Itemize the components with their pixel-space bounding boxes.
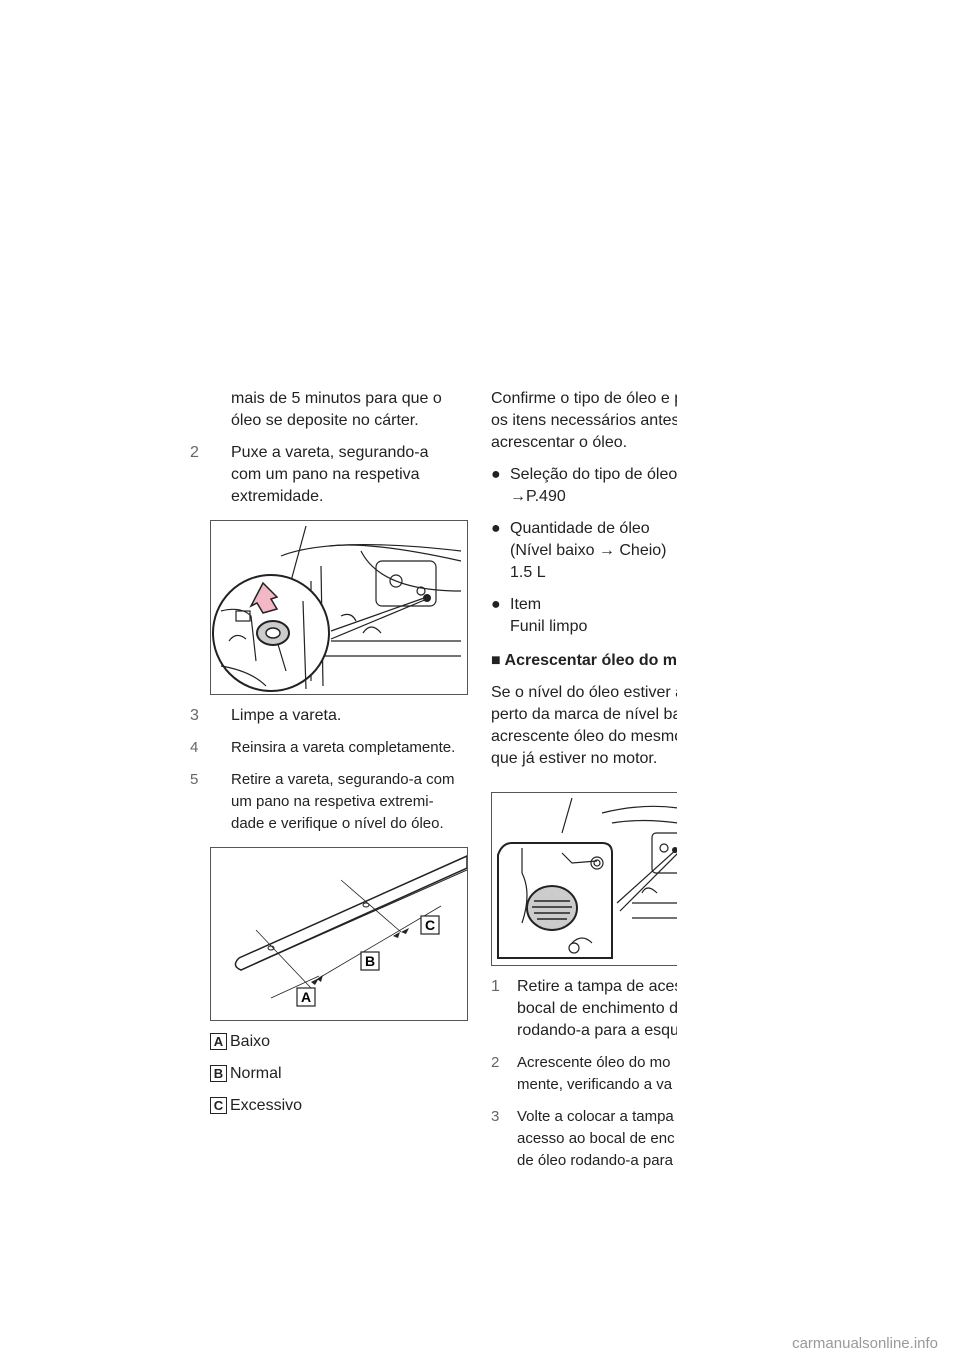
text-line: Quantidade de óleo <box>510 520 650 537</box>
text-line: dade e verifique o nível do óleo. <box>231 815 444 832</box>
dipstick-handle-marker <box>423 594 431 602</box>
filler-cap-drawing <box>497 797 677 959</box>
legend-item-excessive: C Excessivo <box>210 1095 480 1117</box>
text-line: com um pano na respetiva <box>231 466 420 483</box>
text-line: perto da marca de nível ba <box>491 706 677 723</box>
step-4: 4 Reinsira a vareta completamente. <box>190 737 480 759</box>
level-legend: A Baixo B Normal C Excessivo <box>210 1031 480 1117</box>
dipstick-pull-illustration <box>210 520 468 695</box>
step-number: 3 <box>491 1108 500 1125</box>
intro-paragraph: Confirme o tipo de óleo e p os itens nec… <box>491 388 677 454</box>
legend-key: A <box>210 1033 227 1050</box>
text-line: Reinsira a vareta completamente. <box>231 739 456 756</box>
bullet-icon: ● <box>491 466 501 483</box>
step-number: 5 <box>190 771 199 788</box>
text-line: rodando-a para a esqu <box>517 1022 677 1039</box>
dipstick-level-illustration: A B C <box>210 847 468 1021</box>
text-line: mais de 5 minutos para que o <box>231 390 442 407</box>
step-number: 2 <box>491 1054 500 1071</box>
left-column: mais de 5 minutos para que o óleo se dep… <box>190 386 480 1117</box>
legend-label: Excessivo <box>230 1097 303 1114</box>
pull-up-arrow-icon <box>249 581 279 614</box>
text-line: Se o nível do óleo estiver a <box>491 684 677 701</box>
section-marker-icon: ■ <box>491 652 501 669</box>
section-paragraph: Se o nível do óleo estiver a perto da ma… <box>491 682 677 770</box>
step-number: 1 <box>491 978 500 995</box>
dipstick-drawing: A B C <box>234 854 468 1007</box>
text-line: que já estiver no motor. <box>491 750 658 767</box>
legend-key: C <box>210 1097 227 1114</box>
text-line: Puxe a vareta, segurando-a <box>231 444 429 461</box>
text-line: os itens necessários antes <box>491 412 677 429</box>
text-line: Item <box>510 596 542 613</box>
step-5: 5 Retire a vareta, segurando-a com um pa… <box>190 769 480 835</box>
text-line: 1.5 L <box>510 564 546 581</box>
text-line: óleo se deposite no cárter. <box>231 412 419 429</box>
bullet-icon: ● <box>491 520 501 537</box>
bullet-icon: ● <box>491 596 501 613</box>
text-line: Funil limpo <box>510 618 588 635</box>
bullet-item: ● Item Funil limpo <box>491 594 677 638</box>
text-line: (Nível baixo → Cheio) <box>510 542 667 559</box>
text-line: mente, verificando a va <box>517 1076 673 1093</box>
text-line: Volte a colocar a tampa <box>517 1108 674 1125</box>
legend-key: B <box>210 1065 227 1082</box>
text-line: Retire a vareta, segurando-a com <box>231 771 455 788</box>
label-c: C <box>425 917 435 933</box>
bullet-oil-quantity: ● Quantidade de óleo (Nível baixo → Chei… <box>491 518 677 584</box>
intro-paragraph: mais de 5 minutos para que o óleo se dep… <box>190 388 480 432</box>
text-line: um pano na respetiva extremi- <box>231 793 434 810</box>
text-line: Confirme o tipo de óleo e p <box>491 390 677 407</box>
section-heading: ■ Acrescentar óleo do m <box>491 650 677 672</box>
text-line: bocal de enchimento d <box>517 1000 677 1017</box>
watermark: carmanualsonline.info <box>792 1335 938 1352</box>
text-line: Acrescente óleo do mo <box>517 1054 671 1071</box>
oil-filler-cap-illustration <box>491 792 677 966</box>
step-number: 2 <box>190 444 199 461</box>
section-title: Acrescentar óleo do m <box>504 652 677 669</box>
text-line: acesso ao bocal de enc <box>517 1130 675 1147</box>
legend-label: Normal <box>230 1065 282 1082</box>
step-3-right: 3 Volte a colocar a tampa acesso ao boca… <box>491 1106 677 1172</box>
text-line: Retire a tampa de aces <box>517 978 677 995</box>
legend-item-low: A Baixo <box>210 1031 480 1053</box>
text-line: de óleo rodando-a para <box>517 1152 673 1169</box>
step-2: 2 Puxe a vareta, segurando-a com um pano… <box>190 442 480 508</box>
step-2-right: 2 Acrescente óleo do mo mente, verifican… <box>491 1052 677 1096</box>
text-line: →P.490 <box>510 488 566 505</box>
step-number: 4 <box>190 739 199 756</box>
legend-label: Baixo <box>230 1033 271 1050</box>
text-line: Limpe a vareta. <box>231 707 342 724</box>
legend-item-normal: B Normal <box>210 1063 480 1085</box>
step-number: 3 <box>190 707 199 724</box>
text-line: Seleção do tipo de óleo <box>510 466 677 483</box>
text-line: extremidade. <box>231 488 324 505</box>
step-3: 3 Limpe a vareta. <box>190 705 480 727</box>
oil-filler-cap <box>526 885 578 931</box>
right-column: Confirme o tipo de óleo e p os itens nec… <box>491 386 677 1172</box>
bullet-oil-type: ● Seleção do tipo de óleo →P.490 <box>491 464 677 508</box>
engine-bay-drawing <box>212 525 462 692</box>
text-line: acrescente óleo do mesmo <box>491 728 677 745</box>
text-line: acrescentar o óleo. <box>491 434 628 451</box>
label-a: A <box>301 989 311 1005</box>
label-b: B <box>365 953 375 969</box>
step-1: 1 Retire a tampa de aces bocal de enchim… <box>491 976 677 1042</box>
